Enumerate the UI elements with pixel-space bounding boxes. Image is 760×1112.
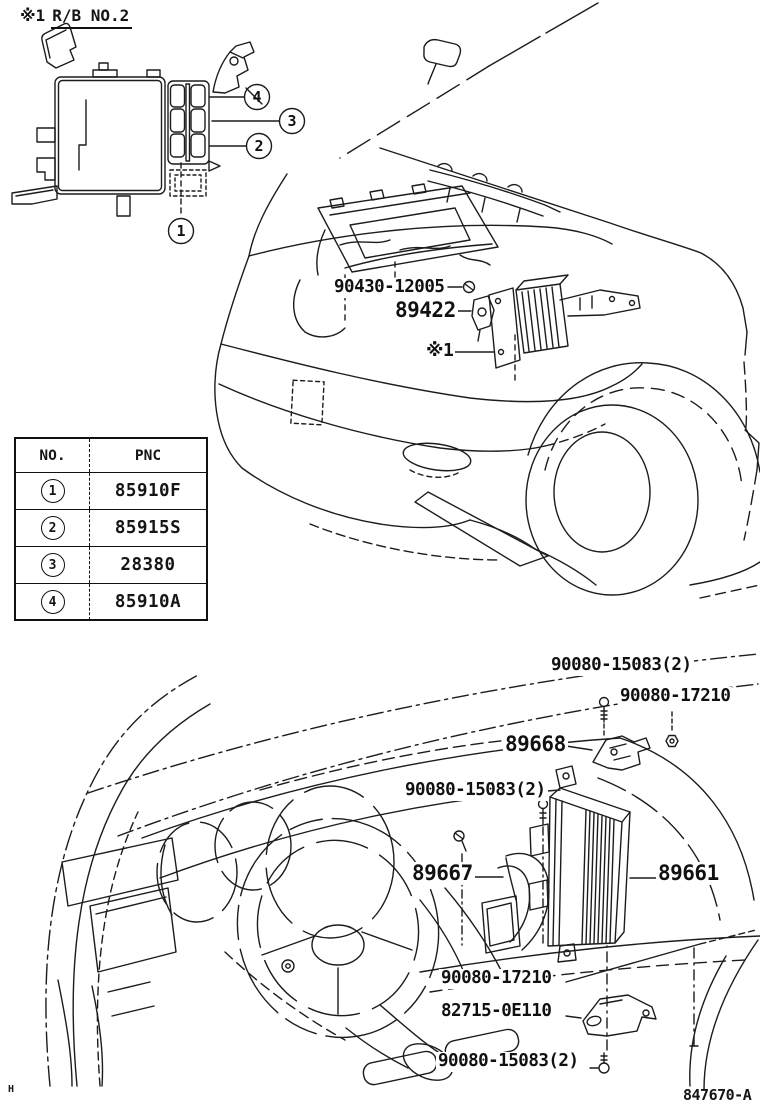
ref-label-note1: ※1 [424, 340, 456, 361]
table-row: 2 85915S [16, 509, 206, 546]
interior-ecu-89661 [528, 765, 631, 963]
callout-3: 3 [278, 107, 306, 135]
pnc-value: 85910F [114, 481, 182, 501]
svg-text:2: 2 [254, 137, 263, 155]
interior-drawing [45, 653, 760, 1091]
corner-mark: H [8, 1084, 15, 1095]
row-callout-badge: 2 [40, 516, 65, 540]
part-label-89668: 89668 [503, 732, 568, 756]
diagram-title: ※1 R/B NO.2 [20, 6, 133, 29]
col-header-pnc: PNC [134, 447, 162, 464]
table-row: 1 85910F [16, 472, 206, 509]
sensor-89422-part [471, 295, 495, 331]
leader-lines [474, 745, 757, 1069]
svg-text:1: 1 [176, 222, 185, 240]
part-label-82715-0E110: 82715-0E110 [439, 1001, 554, 1022]
pnc-value: 28380 [120, 555, 176, 575]
duct-89667 [481, 852, 550, 954]
table-row: 3 28380 [16, 546, 206, 583]
col-header-no: NO. [39, 447, 66, 464]
part-label-90080-17210-bottom: 90080-17210 [439, 968, 554, 989]
part-label-90080-15083-mid: 90080-15083(2) [403, 780, 548, 801]
pnc-value: 85910A [114, 592, 182, 612]
parts-table-header: NO. PNC [16, 439, 206, 472]
relay-box-drawing: 4 3 2 1 [11, 22, 306, 245]
car-front-drawing [214, 2, 760, 599]
title-text: R/B NO.2 [51, 6, 133, 29]
title-note: ※1 [20, 6, 46, 25]
screw-icon [462, 280, 476, 294]
parts-table: NO. PNC 1 85910F 2 85915S 3 28380 4 8591… [14, 437, 208, 621]
grommet-icon [281, 959, 295, 973]
part-label-90080-15083-bottom: 90080-15083(2) [436, 1051, 581, 1072]
part-label-90430-12005: 90430-12005 [332, 277, 447, 298]
engine-ecu-assembly [462, 274, 641, 369]
callout-1: 1 [167, 217, 195, 245]
part-label-90080-15083-top: 90080-15083(2) [549, 655, 694, 676]
part-label-90080-17210-top: 90080-17210 [618, 686, 733, 707]
callout-4: 4 [243, 83, 271, 111]
bolt-icons [453, 696, 699, 1074]
svg-text:3: 3 [287, 112, 296, 130]
doc-code: 847670-A [683, 1086, 752, 1104]
row-callout-badge: 4 [40, 590, 65, 614]
bracket-89668 [592, 735, 651, 771]
pnc-value: 85915S [114, 518, 182, 538]
table-row: 4 85910A [16, 583, 206, 620]
svg-text:4: 4 [252, 88, 261, 106]
part-label-89422: 89422 [393, 298, 458, 322]
part-label-89667: 89667 [410, 861, 475, 885]
row-callout-badge: 1 [40, 479, 65, 503]
bracket-82715 [582, 994, 657, 1037]
callout-2: 2 [245, 132, 273, 160]
row-callout-badge: 3 [40, 553, 65, 577]
part-label-89661: 89661 [656, 861, 721, 885]
